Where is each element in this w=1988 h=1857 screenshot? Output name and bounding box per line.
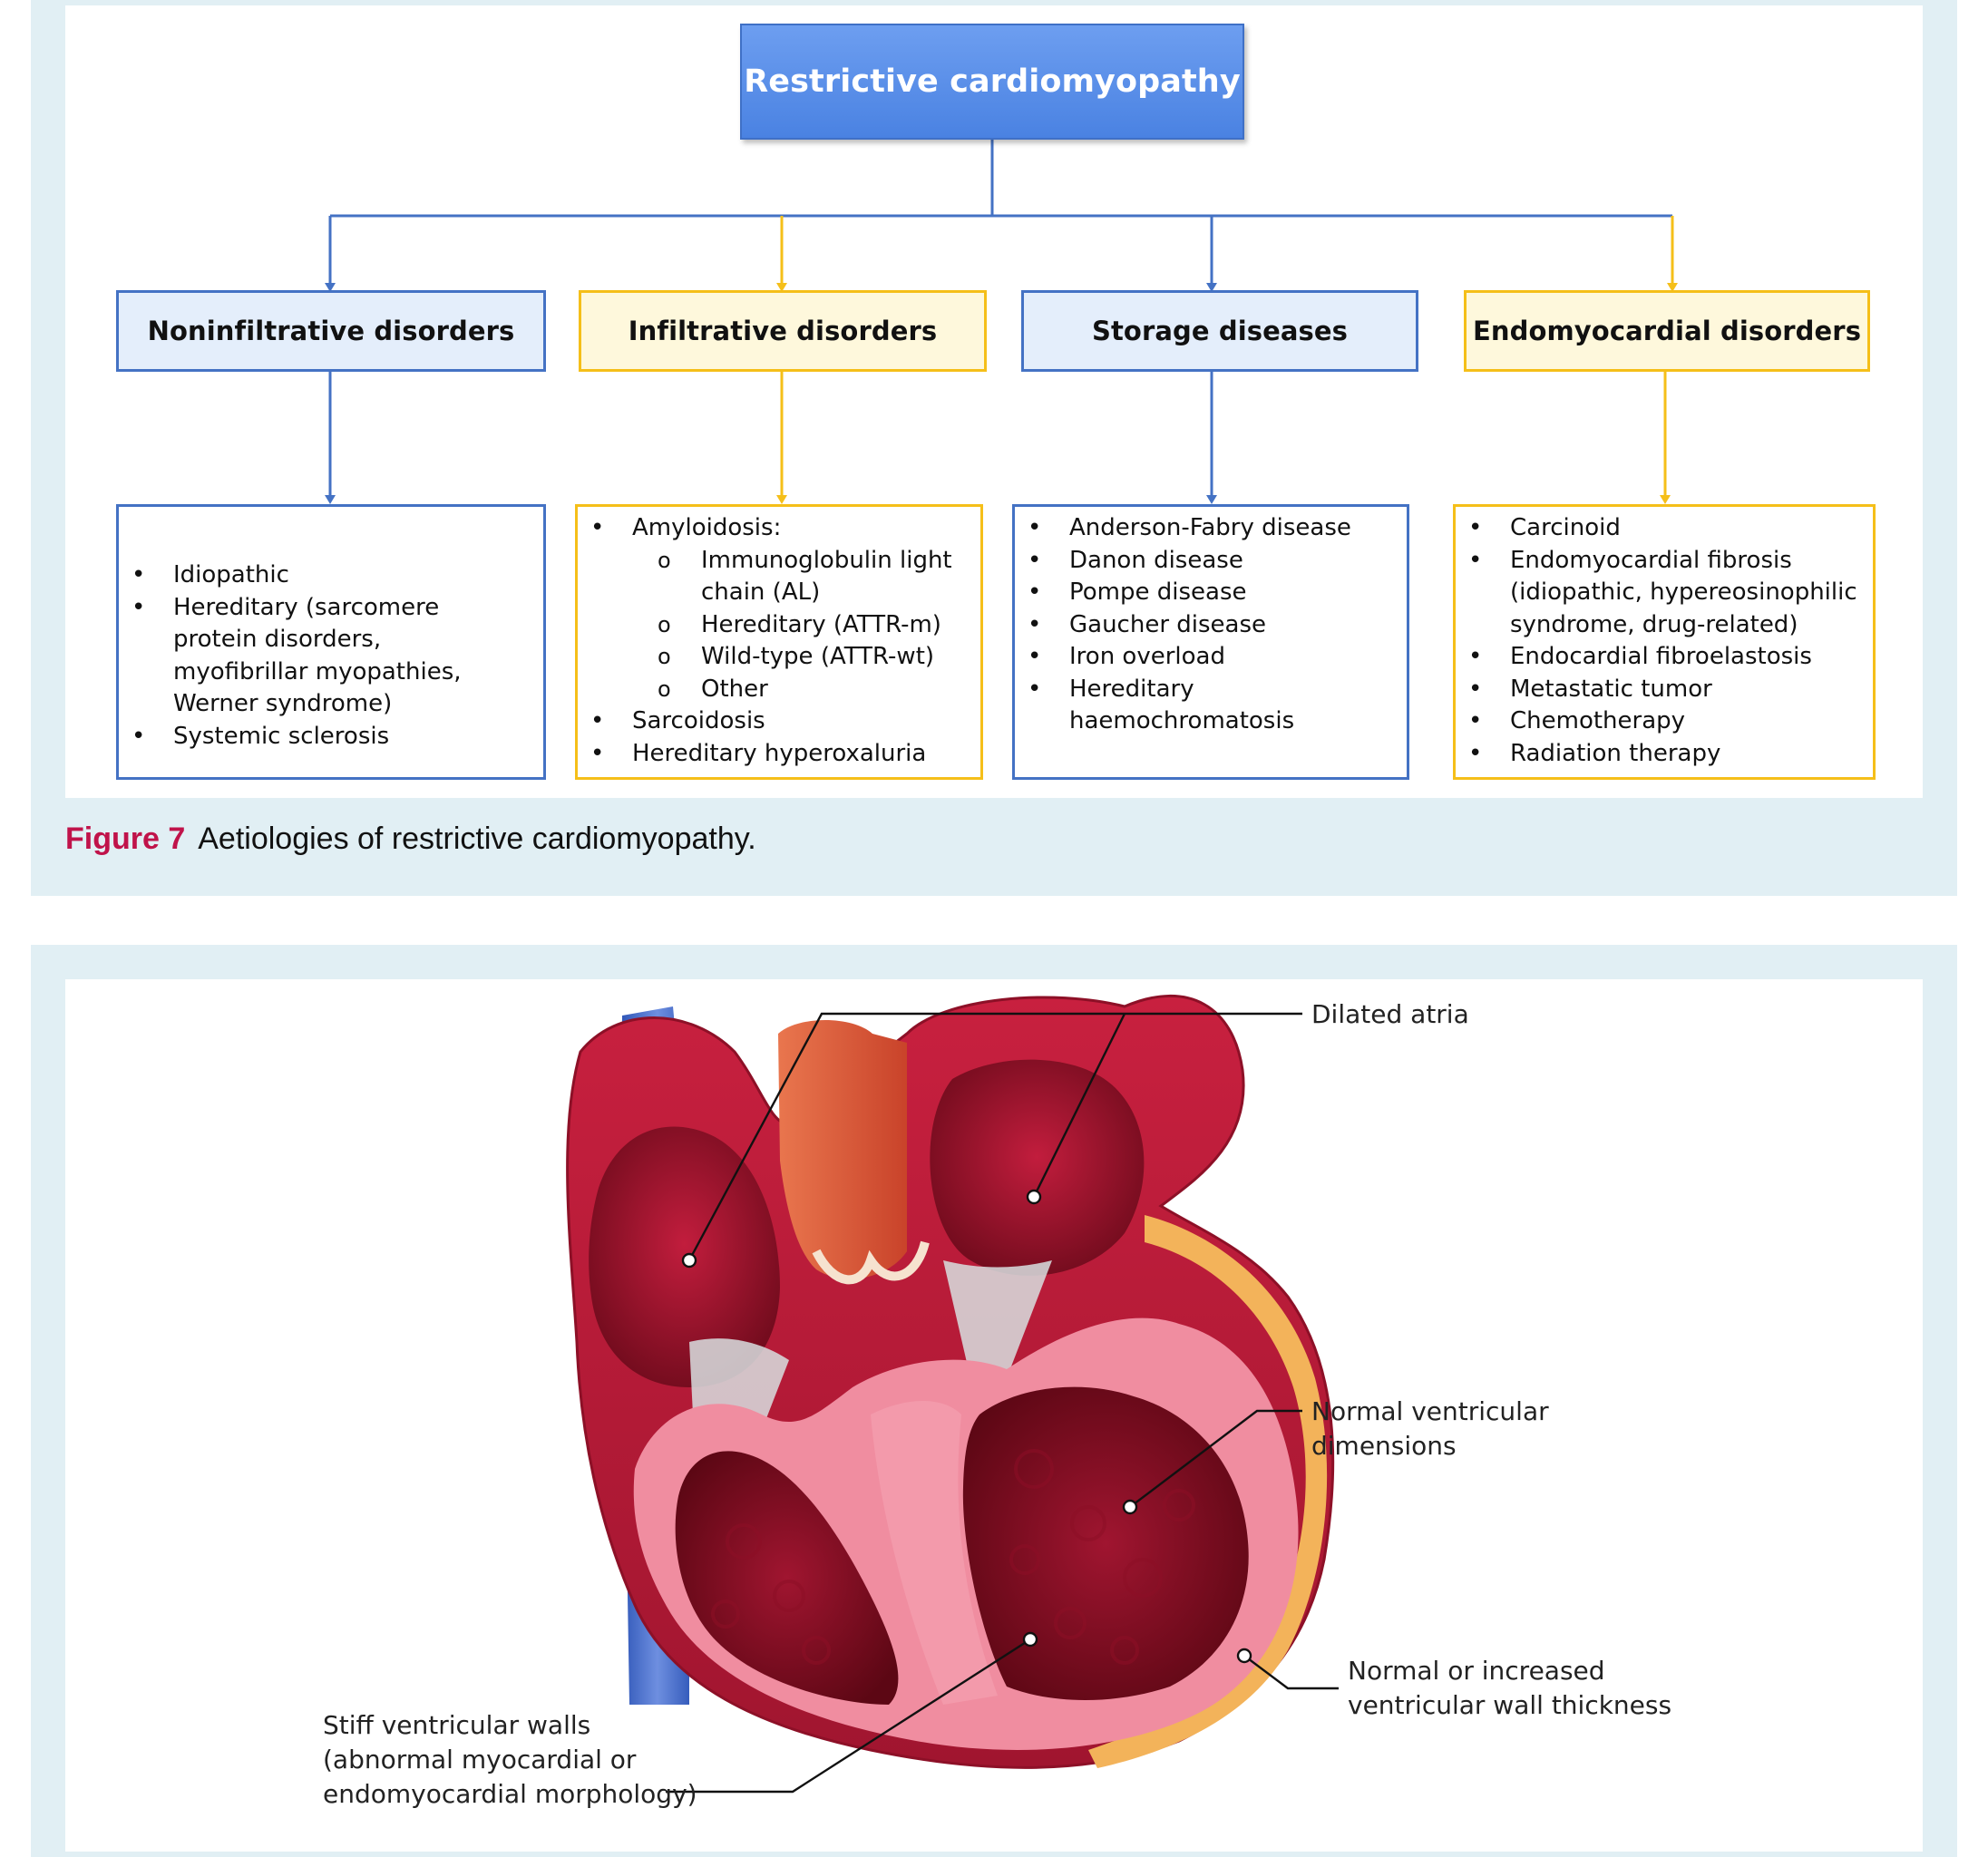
list-item: Chemotherapy [1456, 705, 1860, 738]
interventricular-septum [871, 1401, 998, 1705]
marker-dot [1236, 1648, 1252, 1664]
list-item: Hereditary hyperoxaluria [578, 738, 977, 771]
connector-arrow-2 [776, 283, 787, 292]
connector-list-arrow-3 [1206, 495, 1217, 504]
left-ventricle-cavity [962, 1386, 1249, 1700]
list-item: Gaucher disease [1015, 609, 1378, 642]
connector-arrow-1 [325, 283, 336, 292]
category-label: Infiltrative disorders [628, 316, 938, 346]
right-ventricle-cavity [675, 1451, 899, 1705]
connector-arrow-3 [1206, 283, 1217, 292]
figure-7-connectors [325, 140, 1678, 504]
label-stiff-ventricular-walls: Stiff ventricular walls (abnormal myocar… [323, 1710, 697, 1809]
list-item: Carcinoid [1456, 512, 1860, 545]
list-item: Iron overload [1015, 641, 1378, 674]
list-infiltrative: Amyloidosis: Immunoglobulin light chain … [575, 504, 983, 780]
list-item: Systemic sclerosis [119, 721, 518, 753]
leader-stiff-walls [666, 1638, 1031, 1794]
connector-list-arrow-2 [776, 495, 787, 504]
category-label: Endomyocardial disorders [1472, 316, 1862, 346]
connector-list-arrow-1 [325, 495, 336, 504]
category-label: Noninfiltrative disorders [147, 316, 515, 346]
figure-7-caption: Figure 7 Aetiologies of restrictive cardi… [65, 822, 756, 857]
leader-dilated-atria-right [1032, 1013, 1126, 1198]
valve-leaflets [812, 1240, 930, 1285]
item-list: Anderson-Fabry disease Danon disease Pom… [1015, 512, 1378, 738]
connector-arrow-4 [1667, 283, 1678, 292]
label-wall-thickness: Normal or increased ventricular wall thi… [1348, 1656, 1672, 1720]
list-item: Endomyocardial fibrosis (idiopathic, hyp… [1456, 545, 1860, 642]
list-item: Idiopathic [119, 559, 518, 592]
list-item: Metastatic tumor [1456, 674, 1860, 706]
list-item: Danon disease [1015, 545, 1378, 578]
leader-normal-ventricular [1129, 1409, 1302, 1508]
root-node-label: Restrictive cardiomyopathy [744, 63, 1241, 100]
list-item: Hereditary (sarcomere protein disorders,… [119, 592, 518, 721]
list-item: Endocardial fibroelastosis [1456, 641, 1860, 674]
trabeculae-texture [711, 1449, 1195, 1665]
list-noninfiltrative: Idiopathic Hereditary (sarcomere protein… [116, 504, 546, 780]
sub-list-item: Other [632, 674, 977, 706]
label-dilated-atria: Dilated atria [1311, 999, 1469, 1029]
list-item: Amyloidosis: Immunoglobulin light chain … [578, 512, 977, 705]
marker-dot [1122, 1499, 1138, 1515]
category-endomyocardial: Endomyocardial disorders [1464, 290, 1870, 372]
label-normal-ventricular-dimensions: Normal ventricular dimensions [1311, 1396, 1549, 1461]
marker-dot [1022, 1631, 1038, 1648]
leader-dots [681, 1189, 1252, 1664]
category-infiltrative: Infiltrative disorders [579, 290, 987, 372]
figure-number: Figure 7 [65, 822, 186, 856]
category-noninfiltrative: Noninfiltrative disorders [116, 290, 546, 372]
marker-dot [681, 1252, 697, 1269]
marker-dot [1026, 1189, 1042, 1205]
sub-list-item: Immunoglobulin light chain (AL) [632, 545, 977, 609]
list-item: Sarcoidosis [578, 705, 977, 738]
list-item: Pompe disease [1015, 577, 1378, 609]
list-item: Radiation therapy [1456, 738, 1860, 771]
left-atrium-cavity [930, 1059, 1145, 1276]
sub-list-item: Hereditary (ATTR-m) [632, 609, 977, 642]
item-list: Carcinoid Endomyocardial fibrosis (idiop… [1456, 512, 1860, 770]
category-label: Storage diseases [1091, 316, 1349, 346]
item-list: Amyloidosis: Immunoglobulin light chain … [578, 512, 977, 770]
leader-wall-thickness [1243, 1655, 1339, 1690]
sub-list: Immunoglobulin light chain (AL) Heredita… [632, 545, 977, 706]
connector-list-arrow-4 [1660, 495, 1671, 504]
leader-lines [666, 1012, 1339, 1794]
list-item: Hereditary haemochromatosis [1015, 674, 1378, 738]
list-item-text: Amyloidosis: [632, 514, 782, 541]
figure-caption-text: Aetiologies of restrictive cardiomyopath… [198, 822, 756, 856]
category-storage: Storage diseases [1021, 290, 1418, 372]
item-list: Idiopathic Hereditary (sarcomere protein… [119, 559, 518, 753]
aorta-shape [778, 1020, 907, 1279]
list-item: Anderson-Fabry disease [1015, 512, 1378, 545]
list-storage: Anderson-Fabry disease Danon disease Pom… [1012, 504, 1409, 780]
root-node: Restrictive cardiomyopathy [740, 24, 1244, 140]
mitral-valve [943, 1260, 1052, 1378]
leader-dilated-atria-left [687, 1012, 1302, 1261]
list-endomyocardial: Carcinoid Endomyocardial fibrosis (idiop… [1453, 504, 1876, 780]
sub-list-item: Wild-type (ATTR-wt) [632, 641, 977, 674]
